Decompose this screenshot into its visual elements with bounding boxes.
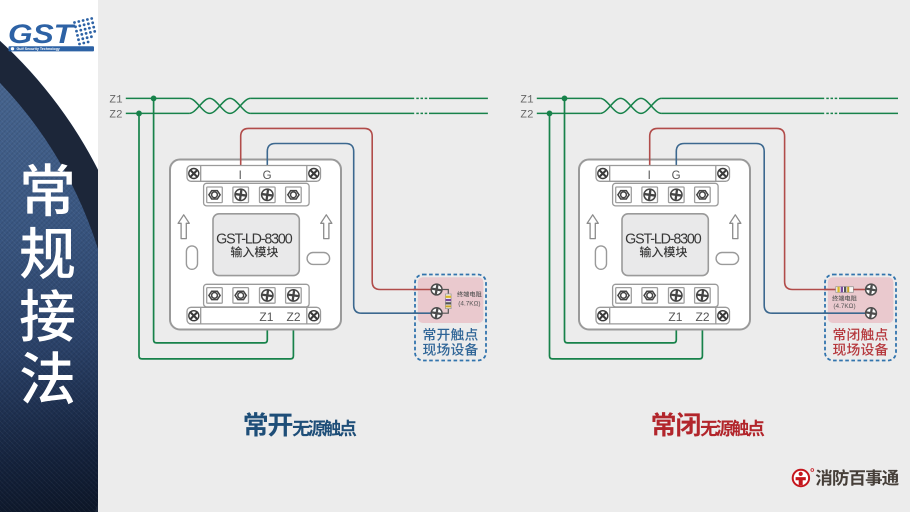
svg-text:GST-LD-8300: GST-LD-8300 bbox=[216, 231, 293, 247]
svg-text:Gulf Security Technology: Gulf Security Technology bbox=[17, 47, 60, 51]
svg-text:(4.7KΩ): (4.7KΩ) bbox=[833, 303, 855, 310]
svg-text:GST-LD-8300: GST-LD-8300 bbox=[625, 231, 702, 247]
svg-text:GST: GST bbox=[8, 19, 76, 49]
svg-text:Z1: Z1 bbox=[259, 310, 273, 324]
svg-text:(4.7KΩ): (4.7KΩ) bbox=[458, 301, 480, 308]
svg-text:Z2: Z2 bbox=[520, 110, 533, 122]
svg-text:G: G bbox=[672, 170, 681, 182]
svg-text:Z1: Z1 bbox=[668, 310, 682, 324]
svg-text:Z2: Z2 bbox=[695, 310, 709, 324]
svg-text:Z1: Z1 bbox=[109, 95, 123, 107]
svg-text:I: I bbox=[648, 170, 651, 182]
svg-text:Z2: Z2 bbox=[286, 310, 300, 324]
svg-text:I: I bbox=[239, 170, 242, 182]
svg-text:G: G bbox=[263, 170, 272, 182]
svg-text:Z2: Z2 bbox=[109, 110, 122, 122]
svg-text:Z1: Z1 bbox=[520, 95, 534, 107]
